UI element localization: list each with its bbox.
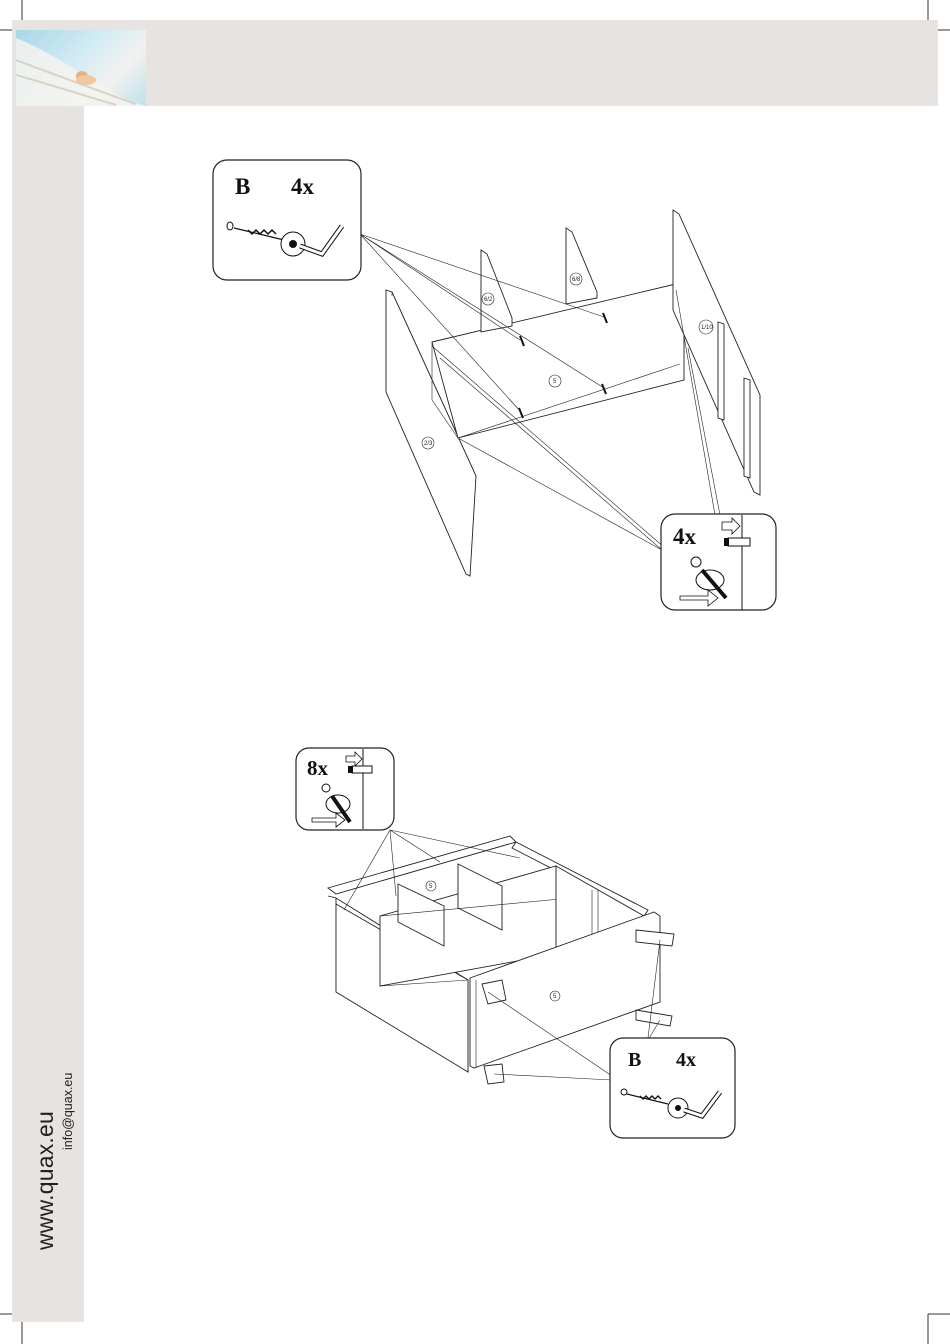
part-letter: B	[235, 174, 250, 199]
rail-right-a	[718, 322, 724, 420]
divider-panel-a	[481, 250, 512, 332]
hardware-callout-b-step2: B 4x	[610, 1038, 735, 1138]
quantity-label: 8x	[307, 756, 329, 780]
part-label: 6/8	[572, 277, 581, 283]
tool-callout-step1: 4x	[661, 514, 776, 610]
divider-panel-b	[566, 228, 597, 304]
hardware-callout-b: B 4x	[213, 160, 361, 280]
part-label: 6/2	[484, 297, 493, 303]
step2-assembly: 5 5 8x B 4x	[296, 748, 735, 1138]
rail-right-b	[744, 378, 750, 478]
quantity-label: 4x	[676, 1049, 696, 1071]
quantity-label: 4x	[673, 524, 697, 549]
part-label: 2/3	[424, 441, 433, 447]
back-panel	[432, 282, 684, 438]
quantity-label: 4x	[291, 174, 315, 199]
part-letter: B	[628, 1049, 641, 1071]
foot	[636, 1010, 672, 1026]
part-label: 1/10	[701, 325, 713, 331]
tool-callout-step2: 8x	[296, 748, 394, 830]
step1-assembly: 6/2 6/8 5 2/3 1/10 B 4x	[213, 160, 776, 610]
